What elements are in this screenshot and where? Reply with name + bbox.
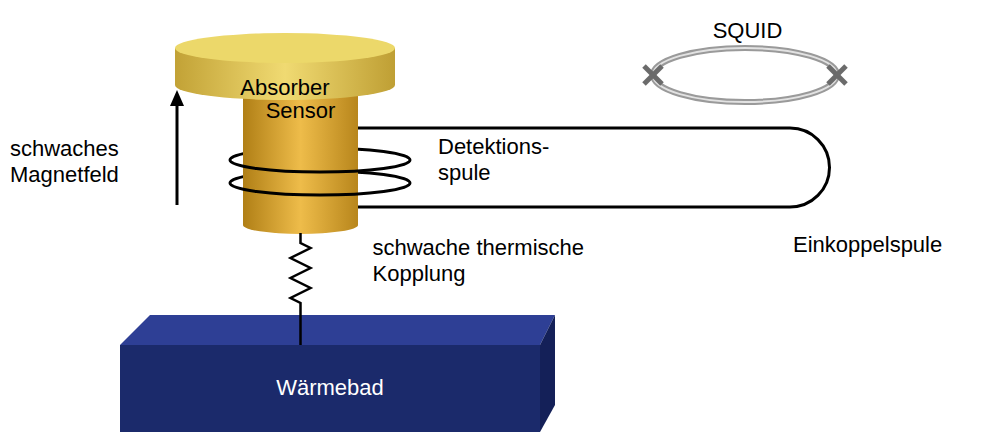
coil-label: Einkoppelspule <box>793 232 993 258</box>
edge-label: schwache thermische Kopplung <box>373 235 613 288</box>
absorber-top <box>175 33 395 63</box>
sensor-bottom <box>243 216 358 234</box>
coupling-coil-wire <box>355 128 830 207</box>
coil-front <box>230 160 410 172</box>
field-label: schwaches Magnetfeld <box>10 136 160 189</box>
node-text: Wärmebad <box>276 375 384 401</box>
node-text: Sensor <box>266 98 336 124</box>
absorber-disk: Absorber <box>175 33 395 103</box>
node-text: SQUID <box>713 18 783 44</box>
coil-front <box>230 183 410 195</box>
squid-ring-highlight <box>653 48 837 102</box>
coil-label: Detektions- spule <box>438 134 568 187</box>
squid-ring <box>653 48 837 102</box>
sensor-cylinder: Sensor <box>243 90 358 225</box>
sensor-cylinder <box>243 88 358 225</box>
bath-side <box>540 315 555 432</box>
field-arrowhead <box>170 90 184 106</box>
bath-front <box>120 345 540 432</box>
josephson-junction <box>644 66 846 84</box>
thermal-link-resistor <box>291 233 311 345</box>
field-arrow <box>176 104 179 205</box>
bath-top <box>120 315 555 345</box>
node-text: Absorber <box>240 75 329 101</box>
heat-bath: Wärmebad <box>120 345 540 432</box>
squid-device: SQUID <box>645 18 850 106</box>
